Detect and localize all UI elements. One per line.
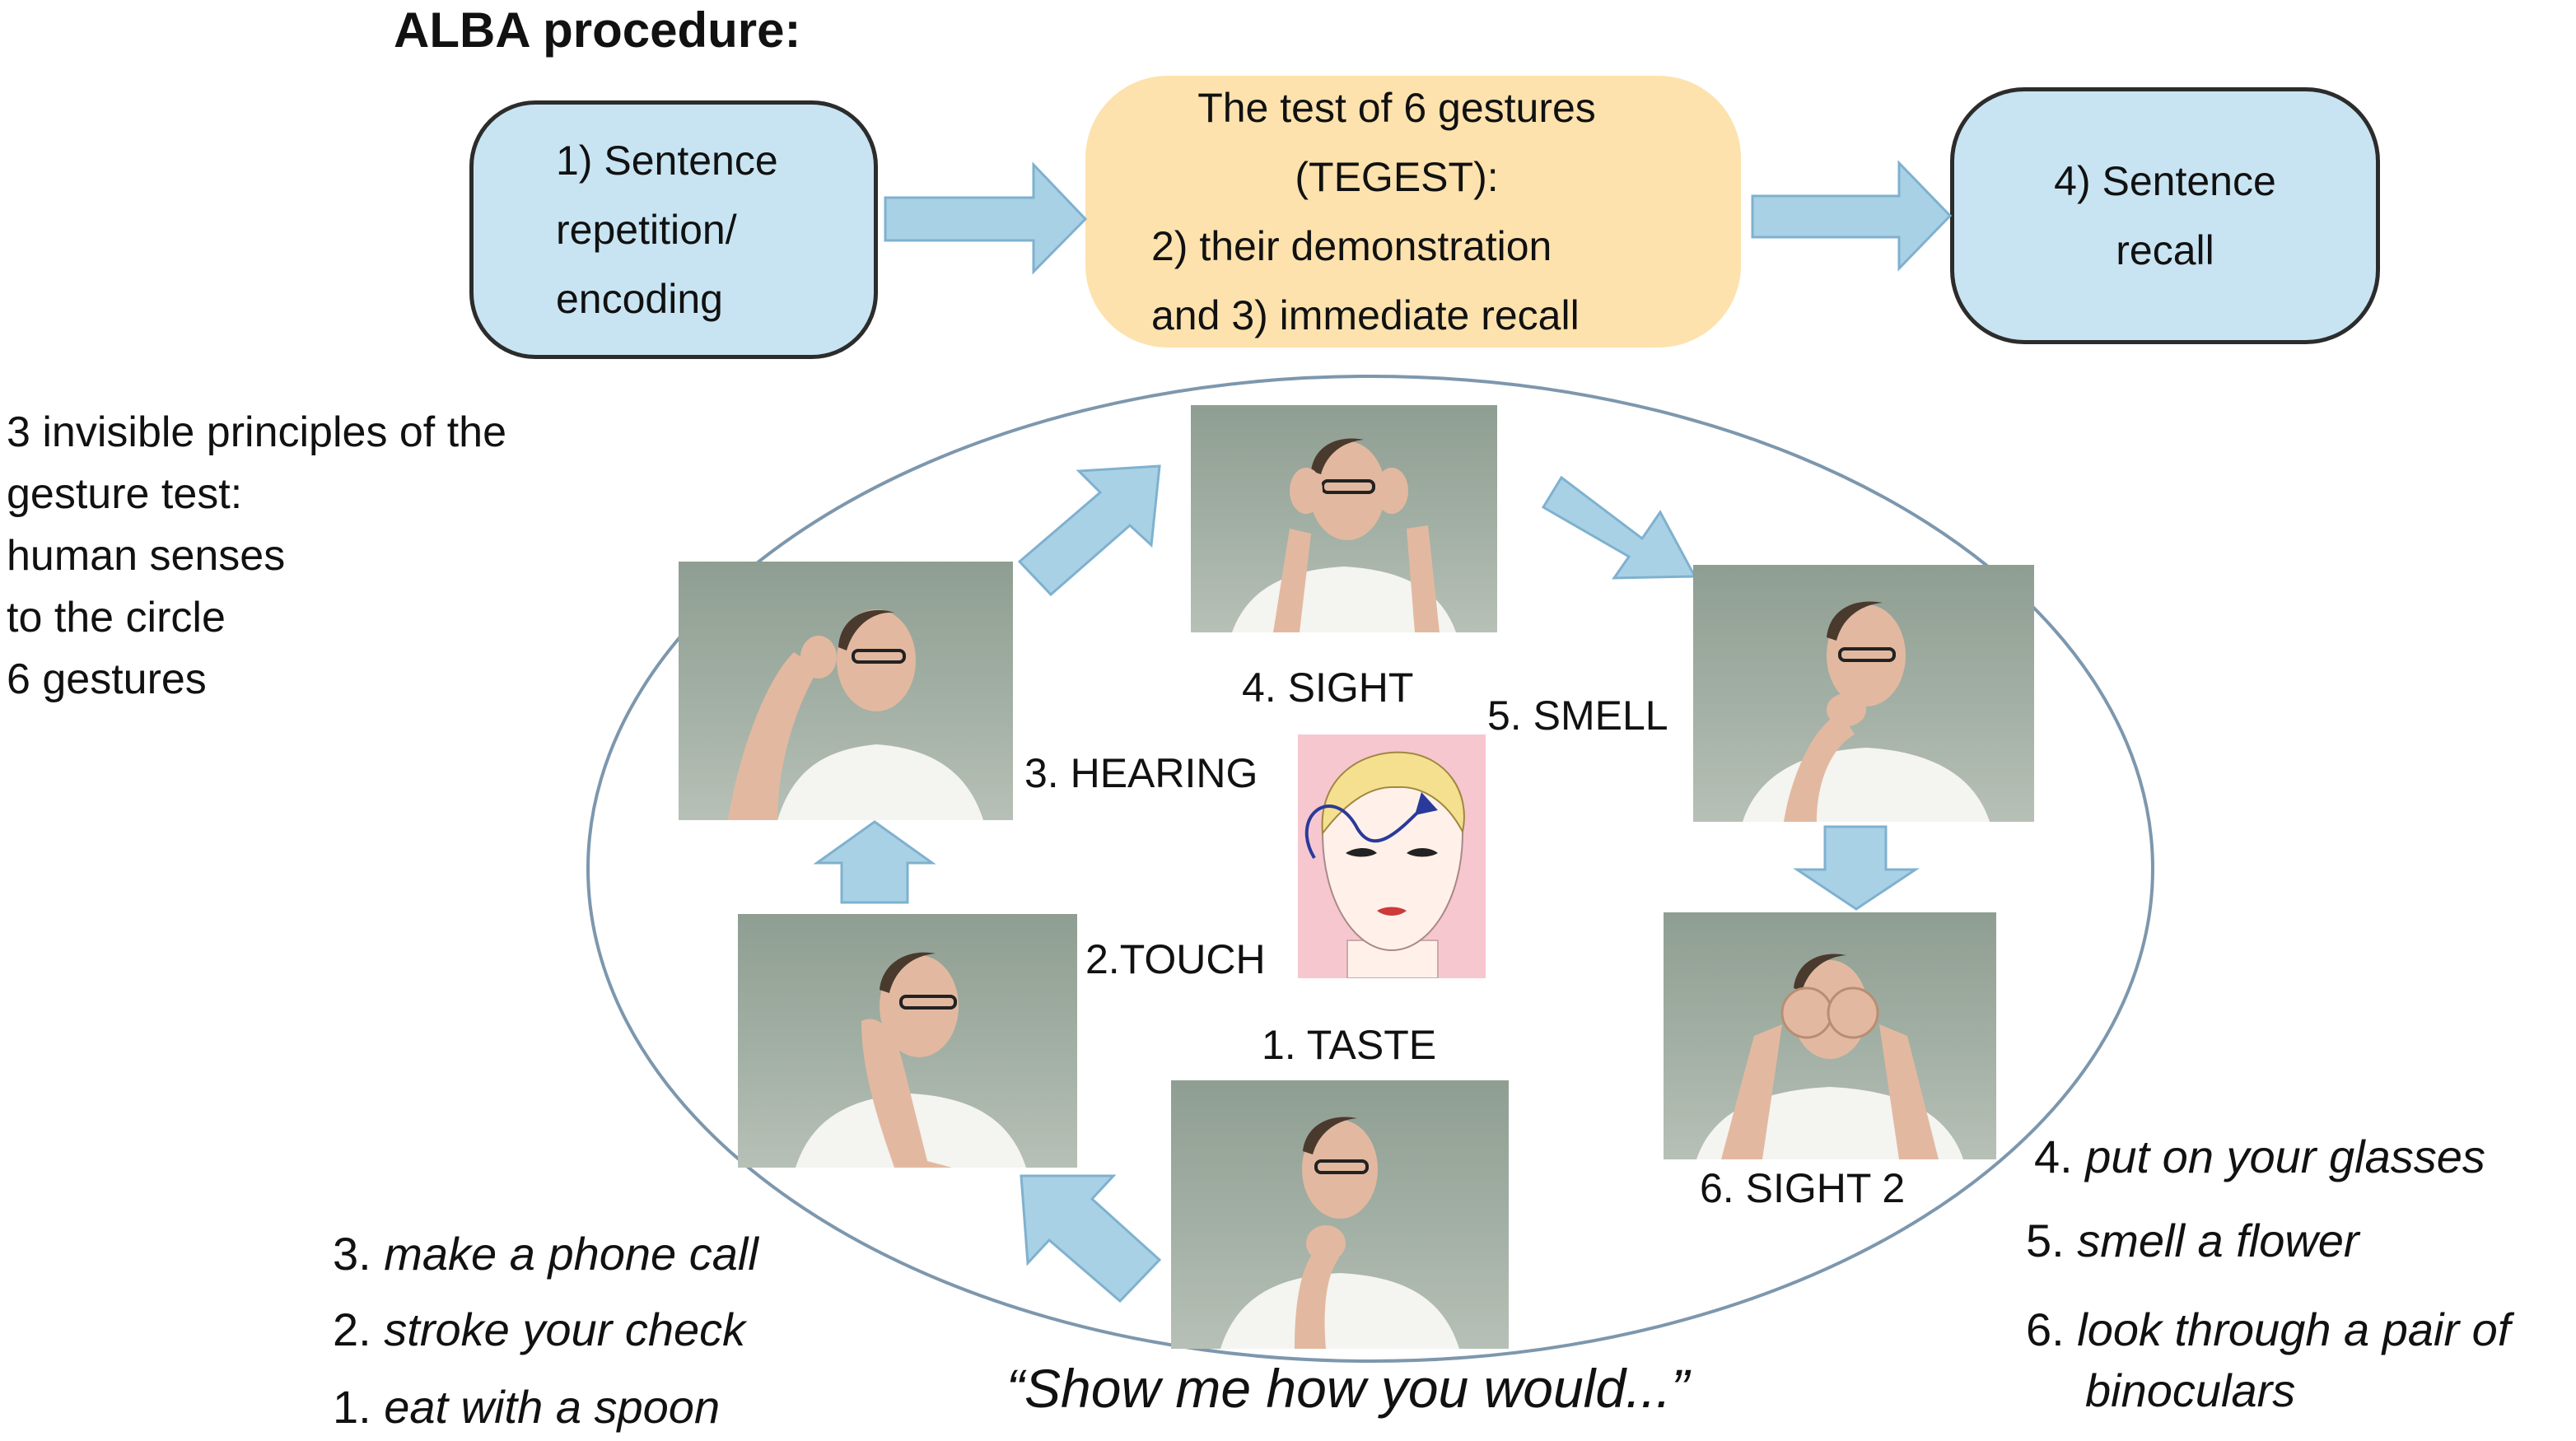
principles-line: human senses (7, 532, 286, 580)
photo-touch (738, 914, 1077, 1168)
principles-line: to the circle (7, 594, 226, 641)
box-line: 1) Sentence (556, 138, 778, 184)
face-illustration (1298, 734, 1486, 979)
arrow-up-right-icon (1017, 464, 1161, 597)
label-taste: 1. TASTE (1262, 1022, 1437, 1068)
instruction-number: 2. (333, 1303, 371, 1355)
instruction-smell-flower: 5. smell a flower (2026, 1214, 2359, 1267)
instruction-text: eat with a spoon (384, 1381, 721, 1433)
principles-text: 3 invisible principles of the gesture te… (7, 402, 506, 711)
instruction-number: 1. (333, 1381, 371, 1433)
instruction-number: 6. (2026, 1303, 2065, 1355)
arrow-right-icon (884, 161, 1088, 275)
instruction-number: 4. (2034, 1131, 2073, 1182)
instruction-number: 5. (2026, 1215, 2065, 1266)
photo-smell (1693, 565, 2034, 822)
arrow-down-right-icon (1541, 475, 1697, 580)
box-line: 4) Sentence (2054, 158, 2276, 204)
prompt-quote: “Show me how you would...” (1006, 1358, 1690, 1419)
instruction-put-glasses: 4. put on your glasses (2034, 1130, 2485, 1183)
step-box-sentence-encoding: 1) Sentence repetition/ encoding (469, 100, 878, 359)
instruction-text: look through a pair of (2077, 1303, 2511, 1355)
principles-line: 6 gestures (7, 655, 207, 703)
label-sight: 4. SIGHT (1242, 665, 1414, 711)
instruction-text: put on your glasses (2085, 1131, 2485, 1182)
instruction-eat-spoon: 1. eat with a spoon (333, 1380, 720, 1434)
instruction-text: smell a flower (2077, 1215, 2359, 1266)
instruction-stroke-check: 2. stroke your check (333, 1303, 745, 1356)
instruction-text: make a phone call (384, 1228, 758, 1280)
principles-line: gesture test: (7, 470, 243, 518)
instruction-text: stroke your check (384, 1303, 746, 1355)
photo-sight2 (1664, 912, 1996, 1159)
step-box-sentence-recall: 4) Sentence recall (1950, 87, 2380, 344)
label-hearing: 3. HEARING (1024, 750, 1258, 796)
diagram-title: ALBA procedure: (394, 2, 801, 58)
photo-hearing (679, 562, 1013, 820)
label-sight2: 6. SIGHT 2 (1700, 1165, 1906, 1211)
photo-taste (1171, 1080, 1509, 1349)
box-line: and 3) immediate recall (1151, 292, 1580, 338)
arrow-right-icon (1751, 160, 1953, 272)
box-line: repetition/ (556, 207, 737, 253)
box-line: 2) their demonstration (1151, 223, 1552, 269)
box-line: The test of 6 gestures (1197, 85, 1596, 131)
box-line: encoding (556, 276, 723, 322)
label-touch: 2.TOUCH (1085, 936, 1266, 982)
arrow-down-icon (1793, 825, 1920, 911)
step-box-tegest: The test of 6 gestures (TEGEST): 2) thei… (1085, 76, 1741, 347)
instruction-binoculars-cont: binoculars (2085, 1364, 2295, 1417)
instruction-number: 3. (333, 1228, 371, 1280)
instruction-phone-call: 3. make a phone call (333, 1227, 758, 1280)
gesture-circle (586, 375, 2154, 1363)
box-line: (TEGEST): (1295, 154, 1499, 200)
photo-sight (1191, 405, 1497, 632)
box-line: recall (2116, 227, 2214, 273)
principles-line: 3 invisible principles of the (7, 408, 506, 456)
label-smell: 5. SMELL (1487, 693, 1668, 739)
arrow-up-left-icon (1020, 1174, 1162, 1303)
instruction-binoculars: 6. look through a pair of (2026, 1303, 2510, 1356)
instruction-text: binoculars (2085, 1364, 2296, 1416)
arrow-up-icon (813, 820, 936, 904)
